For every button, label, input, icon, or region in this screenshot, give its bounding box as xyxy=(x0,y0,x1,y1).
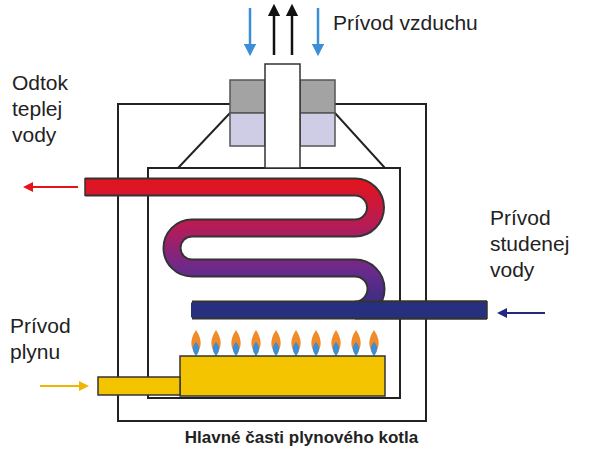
hot-water-outlet-label: Odtok teplej vody xyxy=(12,70,112,148)
cold-water-inlet-label: Prívod studenej vody xyxy=(490,205,595,283)
gas-inlet-label: Prívod plynu xyxy=(10,313,92,365)
figure-caption: Hlavné časti plynového kotla xyxy=(0,428,603,448)
air-inlet-label: Prívod vzduchu xyxy=(333,10,573,36)
